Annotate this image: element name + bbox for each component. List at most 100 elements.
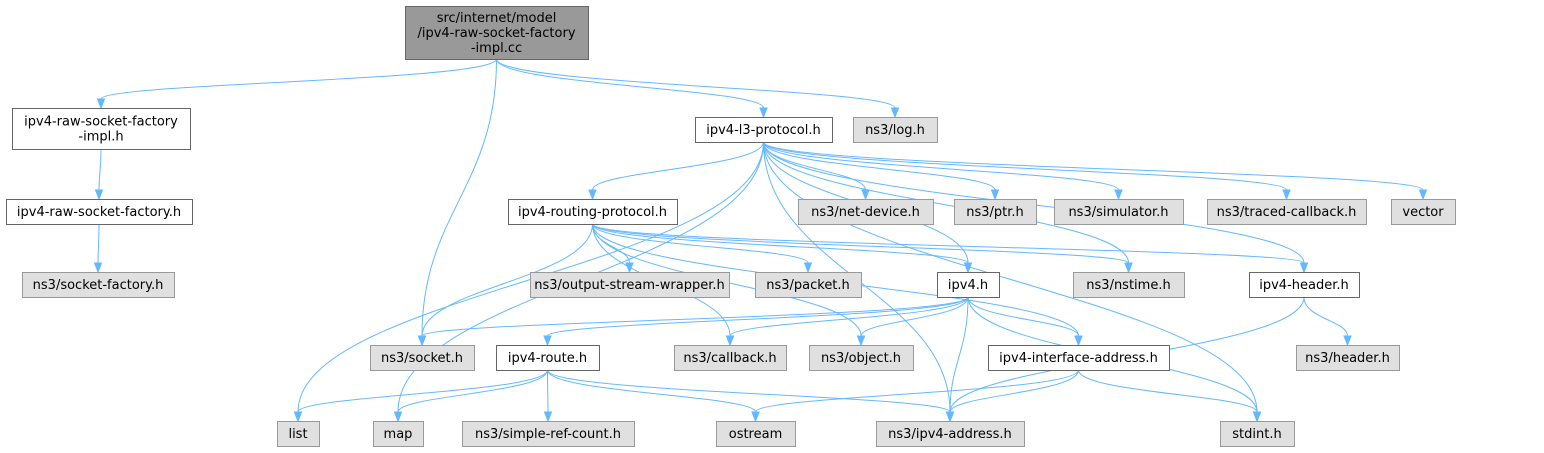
- node-box: [12, 108, 191, 150]
- edge-ifaddr-to-ostream: [751, 369, 1079, 423]
- node-label-line: src/internet/model: [437, 11, 557, 26]
- edge-line: [547, 369, 951, 413]
- edge-line: [592, 223, 969, 264]
- edge-route-to-list: [293, 369, 548, 423]
- edge-line: [547, 369, 756, 413]
- node-ipv4[interactable]: ipv4.h: [937, 272, 1000, 298]
- node-label-line: ns3/log.h: [865, 123, 925, 138]
- edge-routing-to-hdr: [592, 223, 1309, 274]
- edge-line: [860, 296, 969, 337]
- node-addr: ns3/ipv4-address.h: [876, 421, 1025, 447]
- edge-rawh-to-sockfact: [93, 223, 103, 274]
- edge-l3-to-vector: [763, 141, 1428, 201]
- edge-line: [547, 296, 969, 337]
- edge-routing-to-ipv4: [592, 223, 973, 274]
- node-label-line: ipv4-raw-socket-factory.h: [17, 205, 181, 220]
- node-box: [1249, 272, 1360, 298]
- node-label-line: ns3/header.h: [1305, 351, 1390, 366]
- edge-line: [592, 223, 809, 264]
- node-refcount: ns3/simple-ref-count.h: [462, 421, 635, 447]
- edge-root-to-l3: [496, 58, 768, 119]
- edge-ipv4-to-socket: [417, 296, 969, 347]
- node-rawh[interactable]: ipv4-raw-socket-factory.h: [6, 199, 193, 225]
- edge-line: [763, 141, 1258, 413]
- node-label-line: /ipv4-raw-socket-factory: [417, 26, 575, 41]
- edge-line: [97, 223, 100, 264]
- edge-line: [755, 369, 1079, 413]
- edge-line: [949, 296, 969, 413]
- edge-ipv4-to-route: [543, 296, 969, 347]
- node-stdint: stdint.h: [1220, 421, 1295, 447]
- edge-line: [397, 369, 548, 413]
- node-label-line: ipv4-raw-socket-factory: [24, 115, 178, 130]
- edge-line: [592, 223, 1129, 264]
- edge-hdr-to-header: [1303, 296, 1352, 347]
- edge-line: [1078, 369, 1258, 413]
- node-box: [496, 345, 600, 371]
- node-map: map: [373, 421, 424, 447]
- edge-arrowhead: [1418, 189, 1428, 201]
- node-box: [1391, 199, 1456, 225]
- node-label-line: ns3/ptr.h: [966, 205, 1024, 220]
- node-label-line: ns3/packet.h: [766, 278, 850, 293]
- edge-line: [421, 223, 593, 337]
- node-list: list: [277, 421, 320, 447]
- node-ifaddr[interactable]: ipv4-interface-address.h: [988, 345, 1170, 371]
- node-box: [798, 199, 934, 225]
- node-box: [853, 117, 938, 143]
- edge-line: [949, 369, 1079, 413]
- edge-rawimplh-to-rawh: [94, 148, 104, 201]
- node-label-line: ns3/output-stream-wrapper.h: [534, 278, 724, 293]
- node-label-line: ns3/traced-callback.h: [1217, 205, 1357, 220]
- edge-arrowhead: [963, 262, 973, 274]
- node-box: [809, 345, 914, 371]
- node-label-line: -impl.h: [78, 130, 123, 145]
- edge-arrowhead: [1074, 335, 1083, 347]
- edge-root-to-log: [496, 58, 900, 119]
- node-box: [373, 421, 424, 447]
- node-label-line: ns3/socket-factory.h: [33, 278, 164, 293]
- node-netdev: ns3/net-device.h: [798, 199, 934, 225]
- edge-arrowhead: [93, 262, 103, 274]
- node-route[interactable]: ipv4-route.h: [496, 345, 600, 371]
- node-box: [1220, 421, 1295, 447]
- edges-layer: [93, 58, 1428, 423]
- node-label-line: ns3/object.h: [821, 351, 901, 366]
- edge-line: [967, 296, 1079, 337]
- node-box: [716, 421, 796, 447]
- edge-arrowhead: [1282, 189, 1291, 201]
- node-box: [277, 421, 320, 447]
- node-routing[interactable]: ipv4-routing-protocol.h: [508, 199, 678, 225]
- edge-l3-to-routing: [588, 141, 764, 201]
- edge-l3-to-ptr: [763, 141, 1000, 201]
- edge-line: [763, 141, 1129, 264]
- edge-arrowhead: [417, 335, 427, 347]
- edge-arrowhead: [1343, 335, 1352, 347]
- edge-arrowhead: [945, 411, 955, 423]
- node-box: [6, 199, 193, 225]
- edge-line: [592, 141, 764, 191]
- node-nstime: ns3/nstime.h: [1073, 272, 1185, 298]
- edge-line: [496, 58, 896, 109]
- node-socket: ns3/socket.h: [370, 345, 475, 371]
- node-l3[interactable]: ipv4-l3-protocol.h: [695, 117, 833, 143]
- node-label-line: ipv4-route.h: [508, 351, 587, 366]
- node-box: [876, 421, 1025, 447]
- edge-route-to-ostream: [547, 369, 760, 423]
- node-object: ns3/object.h: [809, 345, 914, 371]
- edge-line: [763, 141, 996, 191]
- edge-l3-to-traced: [763, 141, 1291, 201]
- node-label-line: ipv4-header.h: [1259, 278, 1349, 293]
- node-hdr[interactable]: ipv4-header.h: [1249, 272, 1360, 298]
- edge-line: [421, 296, 969, 337]
- edge-arrowhead: [1114, 189, 1123, 201]
- edge-ipv4-to-callback: [725, 296, 969, 347]
- edge-line: [496, 58, 764, 109]
- edge-line: [547, 369, 549, 413]
- node-box: [1073, 272, 1185, 298]
- edge-arrowhead: [856, 335, 866, 347]
- node-rawimplh[interactable]: ipv4-raw-socket-factory-impl.h: [12, 108, 191, 150]
- node-label-line: ns3/callback.h: [683, 351, 776, 366]
- edge-l3-to-sim: [763, 141, 1123, 201]
- node-label-line: stdint.h: [1232, 427, 1281, 442]
